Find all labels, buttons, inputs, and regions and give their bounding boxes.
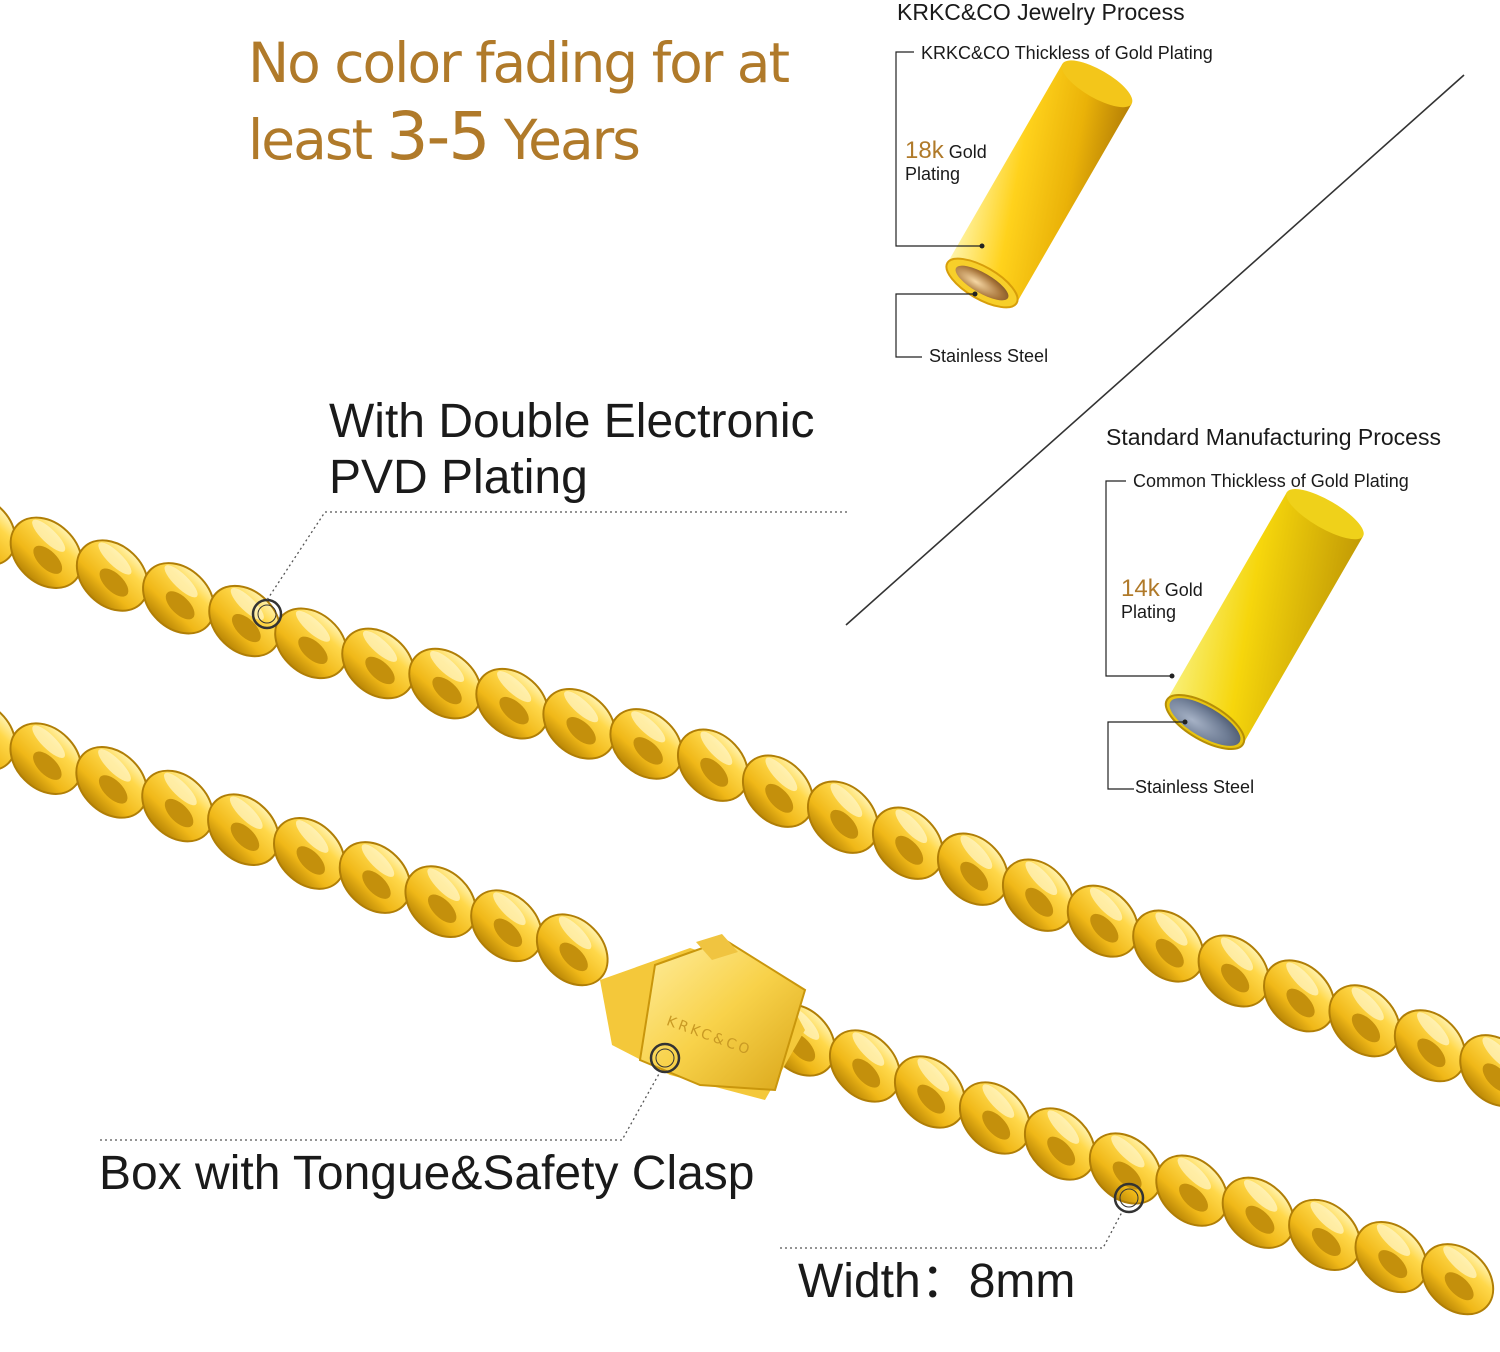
headline: No color fading for at least 3-5 Years <box>248 26 848 177</box>
krkc-process-title: KRKC&CO Jewelry Process <box>897 0 1185 25</box>
krkc-karat-label: 18k Gold Plating <box>905 137 987 185</box>
krkc-thickness-label: KRKC&CO Thickless of Gold Plating <box>921 43 1213 63</box>
pvd-callout-line1: With Double Electronic <box>329 395 815 448</box>
upper-chain-link-20 <box>1263 959 1336 1033</box>
lower-chain-link-7 <box>404 865 478 939</box>
krkc-karat-word: Gold <box>948 142 987 162</box>
upper-chain-link-8 <box>475 667 550 740</box>
lower-chain-link-1 <box>9 722 83 795</box>
box-clasp: KRKC&CO <box>600 934 807 1100</box>
callout-markers <box>251 598 1145 1214</box>
lower-chain-link-5 <box>273 817 346 890</box>
standard-process-title: Standard Manufacturing Process <box>1106 424 1441 450</box>
lower-chain-right-link-9 <box>1354 1220 1428 1294</box>
lower-chain-right-link-6 <box>1155 1154 1229 1227</box>
krkc-plating-tube <box>945 60 1133 309</box>
upper-chain-link-2 <box>75 539 149 612</box>
section-divider-line <box>845 74 1465 626</box>
callout-leader-lines <box>100 511 1123 1249</box>
lower-chain-link-9 <box>535 913 609 987</box>
krkc-core-label: Stainless Steel <box>929 346 1049 366</box>
standard-karat-label: 14k Gold Plating <box>1121 575 1203 623</box>
lower-chain-right-link-10 <box>1420 1243 1495 1316</box>
lower-chain-link-2 <box>75 746 149 819</box>
pvd-plating-callout: With Double Electronic PVD Plating <box>329 394 815 506</box>
upper-chain-link-9 <box>542 688 617 760</box>
standard-karat-word: Gold <box>1164 580 1203 600</box>
lower-chain-right-link-7 <box>1221 1176 1295 1249</box>
krkc-bracket-lines <box>895 51 982 358</box>
lower-chain-right-link-1 <box>828 1029 902 1103</box>
headline-line1: No color fading for at <box>248 31 790 95</box>
upper-chain-link-13 <box>806 780 880 854</box>
standard-bracket-lines <box>1105 480 1185 790</box>
standard-plating-word: Plating <box>1121 602 1177 622</box>
upper-chain-link-17 <box>1066 884 1140 958</box>
lower-chain-link-6 <box>338 841 412 914</box>
lower-chain-right-link-4 <box>1023 1107 1097 1181</box>
standard-thickness-label: Common Thickless of Gold Plating <box>1133 471 1409 491</box>
lower-chain-right-link-2 <box>893 1055 967 1129</box>
upper-chain-link-14 <box>871 806 945 880</box>
clasp-callout: Box with Tongue&Safety Clasp <box>99 1147 755 1200</box>
krkc-plating-word: Plating <box>905 164 961 184</box>
lower-chain-right-link-3 <box>958 1081 1032 1155</box>
upper-chain-link-11 <box>676 728 750 802</box>
upper-chain-link-23 <box>1459 1034 1500 1108</box>
upper-chain <box>0 493 1500 1108</box>
upper-chain-link-18 <box>1132 909 1205 983</box>
lower-chain-link-8 <box>470 889 543 963</box>
pvd-callout-line2: PVD Plating <box>329 451 588 504</box>
lower-chain-right-link-5 <box>1088 1132 1163 1205</box>
width-callout: Width：8mm <box>798 1255 1076 1308</box>
upper-chain-link-10 <box>609 708 684 780</box>
headline-line2: least 3-5 Years <box>248 100 848 177</box>
upper-chain-link-3 <box>142 562 216 635</box>
headline-years-emphasis: 3-5 <box>386 98 491 175</box>
standard-core-label: Stainless Steel <box>1135 777 1255 797</box>
upper-chain-link-12 <box>741 754 815 828</box>
headline-suffix: Years <box>488 108 641 172</box>
upper-chain-link-7 <box>408 647 483 720</box>
lower-chain-link-0 <box>0 698 17 772</box>
headline-prefix: least <box>248 108 387 172</box>
standard-karat-value: 14k <box>1121 575 1160 602</box>
upper-chain-link-22 <box>1393 1009 1467 1083</box>
upper-chain-link-19 <box>1197 934 1271 1008</box>
lower-chain <box>0 698 1495 1316</box>
krkc-karat-value: 18k <box>905 137 944 164</box>
standard-plating-tube <box>1164 489 1364 750</box>
lower-chain-right-link-8 <box>1288 1198 1362 1271</box>
upper-chain-link-15 <box>936 832 1010 906</box>
upper-chain-link-16 <box>1001 858 1075 932</box>
lower-chain-link-4 <box>207 793 280 867</box>
upper-chain-link-0 <box>0 493 17 567</box>
upper-chain-link-1 <box>9 516 83 589</box>
upper-chain-link-4 <box>208 584 282 658</box>
upper-chain-link-6 <box>341 627 416 700</box>
lower-chain-link-3 <box>141 769 215 843</box>
upper-chain-link-21 <box>1328 984 1401 1058</box>
